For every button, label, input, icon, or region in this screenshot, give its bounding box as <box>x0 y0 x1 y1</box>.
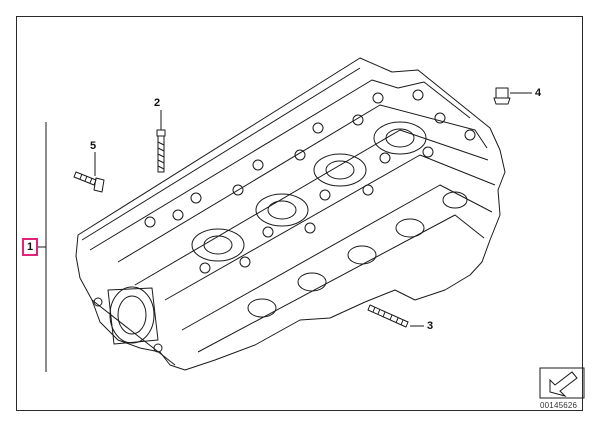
reference-number: 00145626 <box>540 401 578 410</box>
stud-icon <box>367 304 424 328</box>
bolt-with-washer-icon <box>73 152 105 193</box>
callout-2[interactable]: 2 <box>154 97 161 109</box>
cylinder-head-body <box>75 57 506 371</box>
callout-3[interactable]: 3 <box>427 320 434 332</box>
callout-4[interactable]: 4 <box>535 87 542 99</box>
callout-5[interactable]: 5 <box>90 140 97 152</box>
callout-1[interactable]: 1 <box>22 238 38 256</box>
diagram-frame <box>16 16 583 411</box>
bolt-icon <box>156 110 166 173</box>
plug-icon <box>493 87 532 105</box>
direction-arrow-icon <box>539 367 585 399</box>
